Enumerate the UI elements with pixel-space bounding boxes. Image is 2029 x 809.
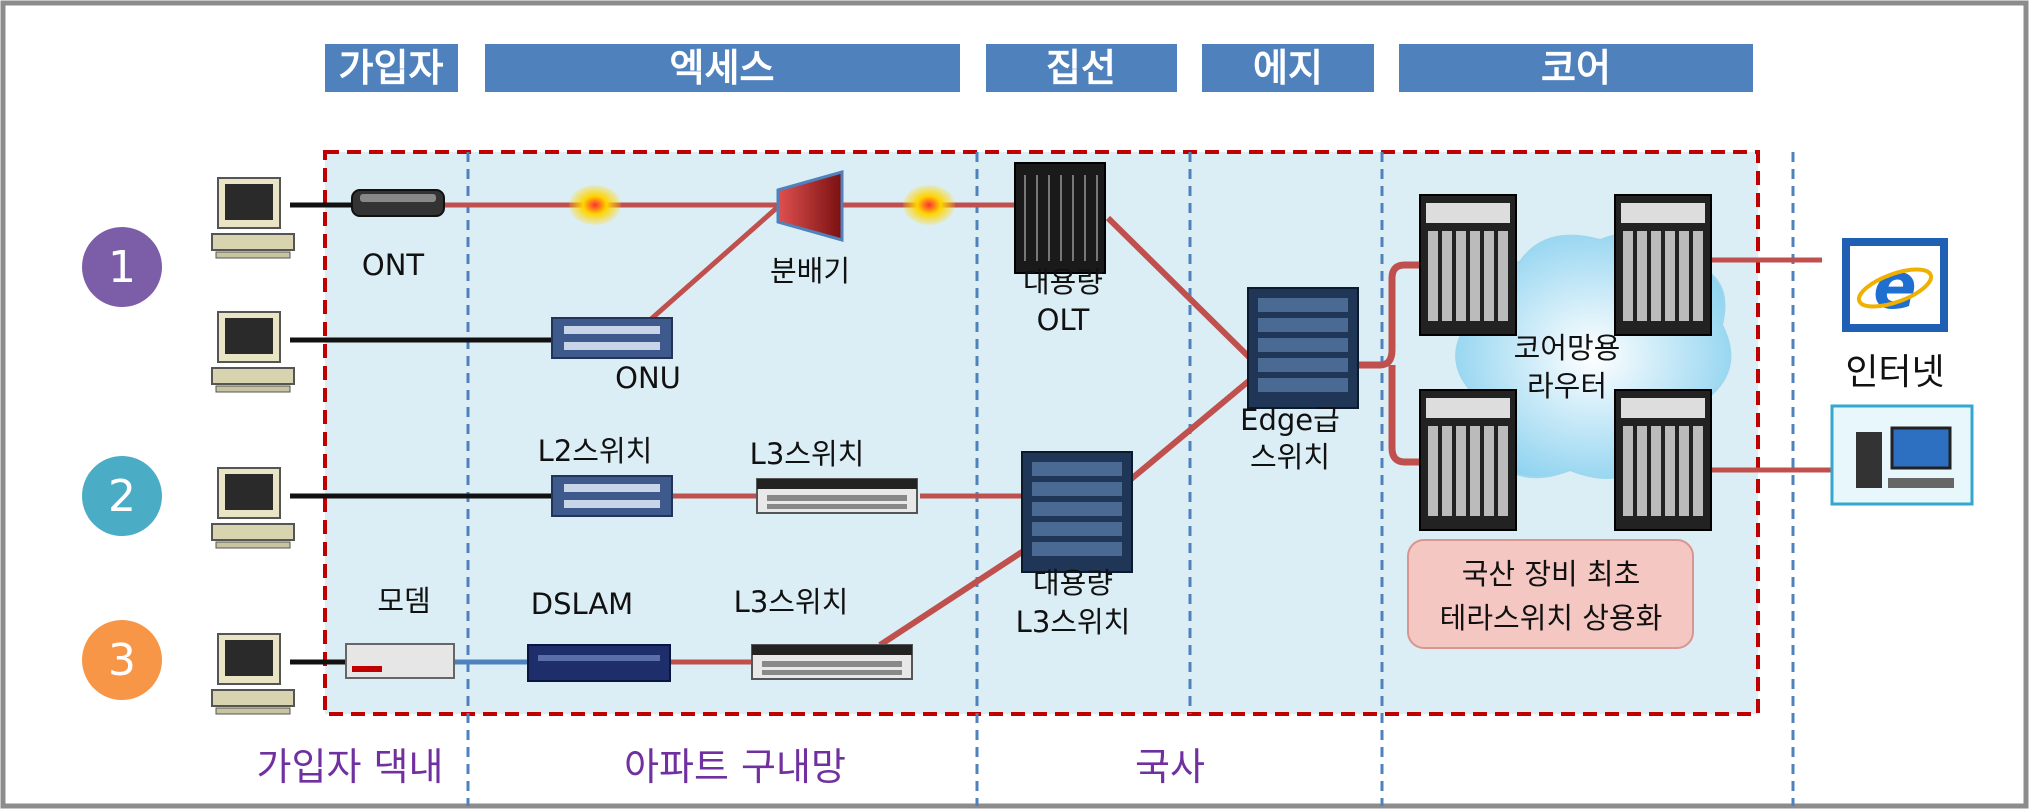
optical-burst-icon [569, 185, 621, 225]
zone-apartment-network: 아파트 구내망 [624, 745, 846, 789]
header-core: 코어 [1541, 46, 1611, 90]
pc-icon [211, 177, 295, 259]
olt-chassis-icon [1014, 162, 1106, 274]
label-core-1: 코어망용 [1514, 331, 1621, 365]
edge-switch-icon [1247, 287, 1359, 409]
header-bar-subscriber [325, 44, 458, 92]
label-l3switch-b: L3스위치 [734, 585, 849, 619]
label-edge-2: 스위치 [1250, 440, 1330, 474]
label-ont: ONT [362, 248, 425, 282]
onu-switch-icon [551, 317, 673, 359]
header-bar-core [1399, 44, 1753, 92]
link-olt-edge [1105, 215, 1253, 361]
marker-3 [82, 620, 162, 700]
header-edge: 에지 [1253, 46, 1323, 90]
core-router-icon [1419, 194, 1517, 336]
callout-line-2: 테라스위치 상용화 [1440, 601, 1663, 635]
marker-3-text: 3 [108, 635, 136, 686]
l3-switch-icon [756, 478, 918, 514]
big-l3-chassis-icon [1021, 451, 1133, 573]
subscriber-pcs [211, 177, 295, 715]
links [290, 202, 1832, 665]
svg-text:e: e [1873, 250, 1916, 324]
label-big-l3-1: 대용량 [1033, 566, 1113, 600]
column-headers: 가입자 엑세스 집선 에지 코어 [325, 44, 1753, 92]
pc-icon [211, 467, 295, 549]
link-splitter-onu [648, 203, 782, 322]
marker-1 [82, 227, 162, 307]
zone-subscriber-home: 가입자 댁내 [257, 745, 444, 789]
l3-switch-icon [751, 644, 913, 680]
pc-icon [211, 633, 295, 715]
marker-1-text: 1 [108, 242, 136, 293]
callout-box [1407, 539, 1694, 649]
pc-icon [211, 311, 295, 393]
label-big-l3-2: L3스위치 [1016, 605, 1131, 639]
link-l3switch-bigl3-b [878, 547, 1027, 648]
label-core-2: 라우터 [1527, 369, 1607, 403]
ont-device-icon [351, 189, 445, 217]
label-dslam: DSLAM [531, 587, 633, 621]
core-router-icon [1419, 389, 1517, 531]
markers: 1 2 3 [82, 227, 162, 700]
label-l3switch-a: L3스위치 [750, 437, 865, 471]
core-cluster [1419, 194, 1732, 531]
header-subscriber: 가입자 [339, 46, 444, 90]
callout-line-1: 국산 장비 최초 [1462, 557, 1641, 591]
l2-switch-icon [551, 475, 673, 517]
core-router-icon [1614, 194, 1712, 336]
dslam-icon [527, 644, 671, 682]
header-bar-aggregation [986, 44, 1177, 92]
modem-icon [345, 643, 455, 679]
marker-2-text: 2 [108, 471, 136, 522]
header-bar-edge [1202, 44, 1374, 92]
devices [345, 162, 1359, 682]
label-onu: ONU [615, 361, 681, 395]
label-internet: 인터넷 [1845, 352, 1944, 393]
label-olt-1: 대용량 [1023, 265, 1103, 299]
header-bar-access [485, 44, 960, 92]
core-router-icon [1614, 389, 1712, 531]
zone-central-office: 국사 [1135, 745, 1205, 789]
label-olt-2: OLT [1037, 303, 1090, 337]
optical-burst-icon [903, 185, 955, 225]
splitter-icon [776, 170, 844, 242]
desktop-pc-icon [1830, 404, 1974, 506]
label-splitter: 분배기 [770, 254, 850, 288]
internet-explorer-icon: e [1842, 238, 1948, 332]
label-modem: 모뎀 [377, 584, 430, 618]
zone-labels: 가입자 댁내 아파트 구내망 국사 [257, 745, 1205, 789]
link-edge-core [1358, 261, 1420, 466]
header-aggregation: 집선 [1046, 46, 1116, 90]
header-access: 엑세스 [670, 46, 775, 90]
marker-2 [82, 456, 162, 536]
device-labels: ONT 분배기 ONU 대용량 OLT L2스위치 L3스위치 모뎀 DSLAM… [362, 248, 1945, 639]
label-edge-1: Edge급 [1240, 403, 1340, 437]
red-dashed-border [323, 150, 1760, 716]
link-bigl3-edge [1128, 377, 1252, 483]
label-l2switch: L2스위치 [538, 434, 653, 468]
